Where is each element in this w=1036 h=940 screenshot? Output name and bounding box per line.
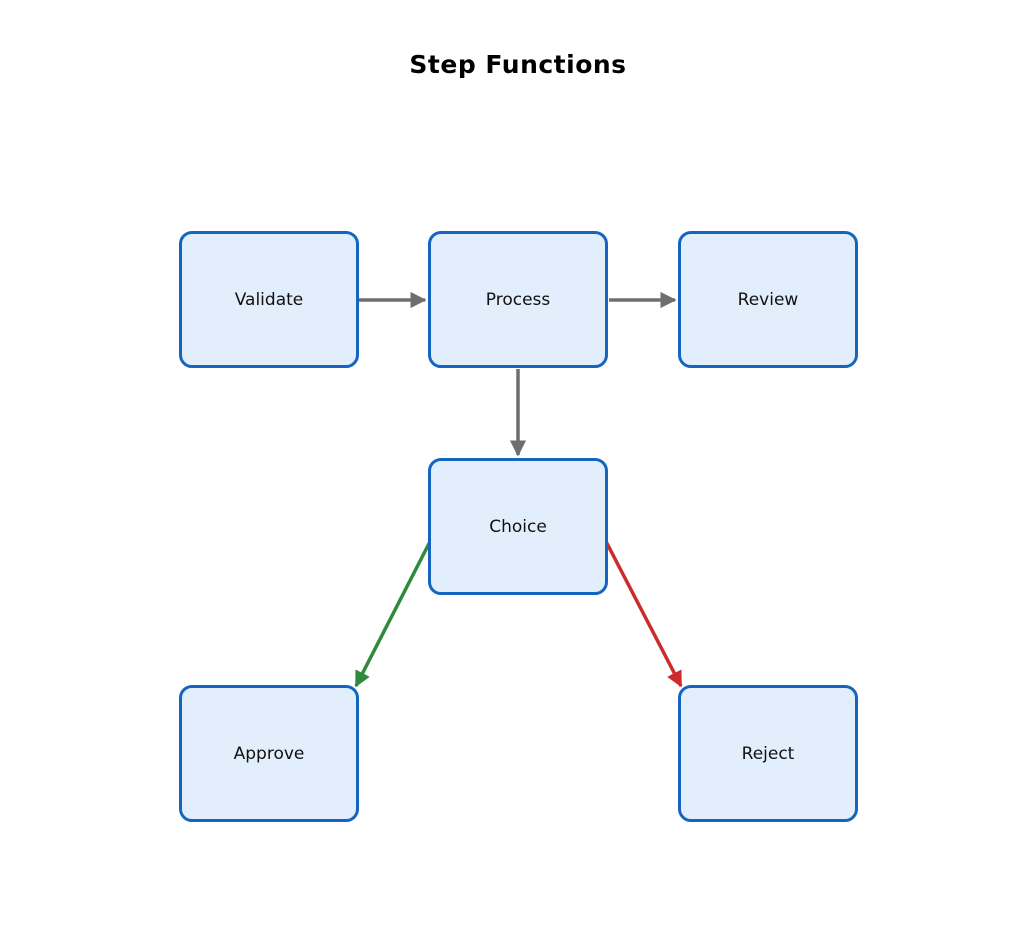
node-review: Review — [678, 231, 858, 368]
node-validate: Validate — [179, 231, 359, 368]
node-reject-label: Reject — [741, 743, 795, 764]
node-review-label: Review — [737, 289, 799, 310]
node-choice-label: Choice — [489, 516, 547, 537]
node-process-label: Process — [485, 289, 551, 310]
node-approve: Approve — [179, 685, 359, 822]
diagram-title: Step Functions — [409, 50, 627, 79]
edge-choice-reject — [597, 527, 683, 688]
node-process: Process — [428, 231, 608, 368]
node-approve-label: Approve — [233, 743, 305, 764]
edge-choice-approve — [354, 527, 439, 688]
node-reject: Reject — [678, 685, 858, 822]
node-validate-label: Validate — [234, 289, 304, 310]
node-choice: Choice — [428, 458, 608, 595]
